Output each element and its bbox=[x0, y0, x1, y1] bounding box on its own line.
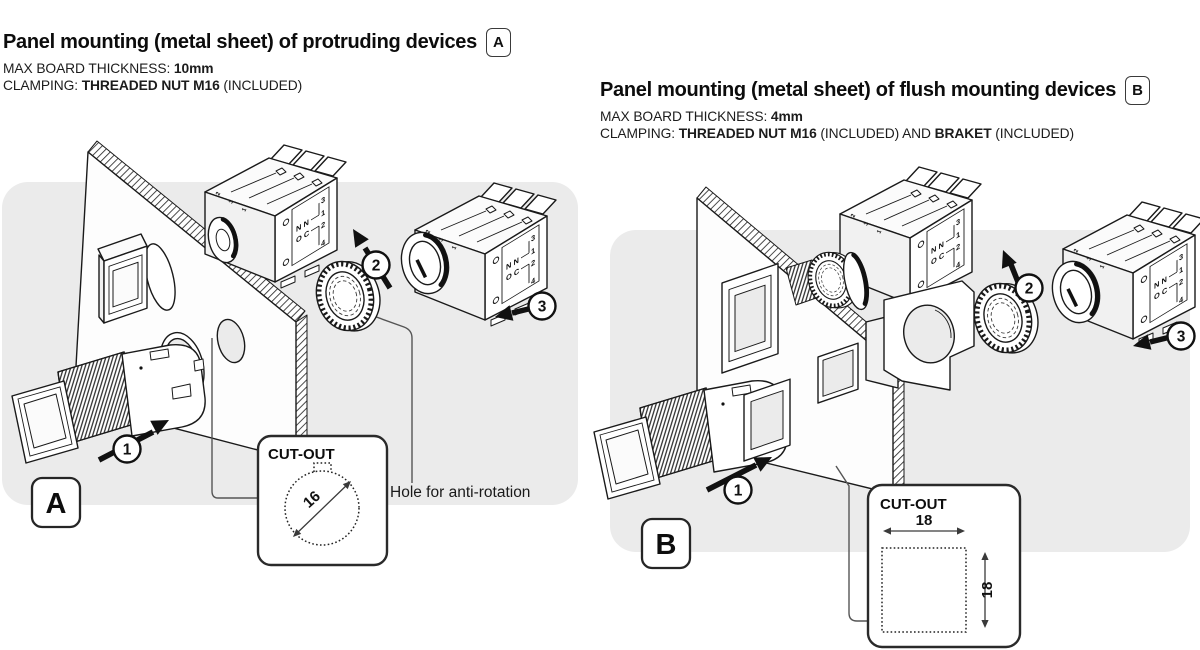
gasket-frame bbox=[743, 378, 791, 462]
section-b-title-badge: B bbox=[1125, 76, 1151, 105]
thickness-value: 10mm bbox=[173, 61, 214, 76]
cutout-width: 18 bbox=[916, 512, 933, 529]
step-3-marker: 3 bbox=[527, 291, 557, 321]
cutout-notch bbox=[313, 462, 332, 472]
clamping-value: THREADED NUT M16 bbox=[81, 77, 220, 93]
diagram-a: 1 2 3 CUT-OUT 16 Hole for anti-r bbox=[2, 140, 578, 567]
cutout-title: CUT-OUT bbox=[880, 496, 947, 513]
corner-badge-b: B bbox=[640, 517, 692, 570]
thickness-label: MAX BOARD THICKNESS: bbox=[600, 109, 771, 124]
clamping-suffix: (INCLUDED) bbox=[991, 125, 1074, 141]
step-1-marker: 1 bbox=[723, 475, 753, 505]
svg-text:2: 2 bbox=[1025, 281, 1034, 298]
step-1-marker: 1 bbox=[112, 434, 142, 464]
anti-rotation-annotation: Hole for anti-rotation bbox=[390, 484, 530, 501]
section-b-clamping-spec: CLAMPING: THREADED NUT M16 (INCLUDED) AN… bbox=[600, 126, 1150, 143]
thickness-value: 4mm bbox=[770, 109, 803, 124]
step-2-marker: 2 bbox=[1014, 273, 1044, 303]
corner-badge-a: A bbox=[30, 476, 82, 529]
svg-text:1: 1 bbox=[734, 483, 743, 500]
clamping-suffix: (INCLUDED) bbox=[219, 77, 303, 93]
mounted-bezel-frame bbox=[721, 262, 779, 374]
cutout-detail-a: CUT-OUT 16 bbox=[256, 434, 389, 567]
svg-text:B: B bbox=[656, 529, 677, 561]
step-2-marker: 2 bbox=[361, 250, 391, 280]
section-b-thickness-spec: MAX BOARD THICKNESS: 4mm bbox=[600, 109, 1150, 126]
clamping-label: CLAMPING: bbox=[600, 125, 679, 141]
cutout-circle bbox=[284, 470, 360, 546]
cutout-square bbox=[881, 547, 967, 633]
clamping-label: CLAMPING: bbox=[3, 77, 82, 93]
sheet-square-hole bbox=[817, 342, 859, 404]
cutout-height: 18 bbox=[979, 582, 996, 599]
bracket bbox=[865, 280, 975, 391]
clamping-value: THREADED NUT M16 bbox=[678, 125, 817, 141]
section-a-header: Panel mounting (metal sheet) of protrudi… bbox=[3, 28, 511, 94]
svg-text:3: 3 bbox=[538, 299, 547, 316]
bracket-hole bbox=[903, 304, 955, 364]
thickness-label: MAX BOARD THICKNESS: bbox=[3, 61, 174, 76]
cutout-title: CUT-OUT bbox=[268, 446, 335, 463]
clamping-mid: (INCLUDED) AND bbox=[816, 125, 935, 141]
svg-text:3: 3 bbox=[1177, 329, 1186, 346]
section-a-thickness-spec: MAX BOARD THICKNESS: 10mm bbox=[3, 61, 511, 78]
anti-rotation-hole bbox=[216, 318, 246, 364]
clamping-value2: BRAKET bbox=[934, 125, 992, 141]
svg-text:1: 1 bbox=[123, 442, 132, 459]
section-a-title: Panel mounting (metal sheet) of protrudi… bbox=[3, 31, 477, 53]
diagram-b: 1 2 3 CUT-OUT bbox=[593, 166, 1200, 649]
section-a-clamping-spec: CLAMPING: THREADED NUT M16 (INCLUDED) bbox=[3, 78, 511, 95]
mounted-button bbox=[103, 245, 148, 324]
svg-text:A: A bbox=[46, 488, 67, 520]
step-3-marker: 3 bbox=[1166, 321, 1196, 351]
section-a-title-badge: A bbox=[485, 28, 511, 57]
section-b-header: Panel mounting (metal sheet) of flush mo… bbox=[600, 76, 1151, 143]
panel-clamp-b bbox=[842, 251, 870, 311]
cutout-detail-b: CUT-OUT 18 18 bbox=[866, 483, 1022, 649]
section-b-title: Panel mounting (metal sheet) of flush mo… bbox=[600, 79, 1117, 101]
svg-text:2: 2 bbox=[372, 258, 381, 275]
